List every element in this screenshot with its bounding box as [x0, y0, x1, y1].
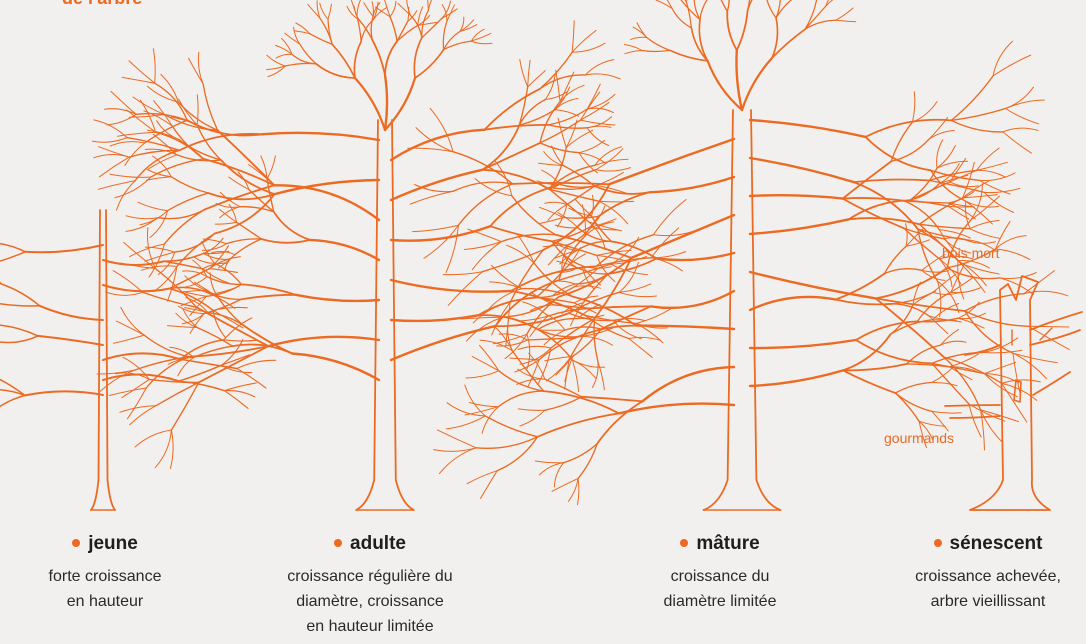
bullet-dot-icon	[334, 539, 342, 547]
stage-title: adulte	[255, 532, 485, 556]
stage-description: croissance du diamètre limitée	[615, 564, 825, 614]
stage-title: jeune	[10, 532, 200, 556]
stage-description: forte croissance en hauteur	[10, 564, 200, 614]
annotation-dead-wood: bois mort	[942, 245, 1000, 261]
stage-jeune: jeune forte croissance en hauteur	[10, 532, 200, 614]
bullet-dot-icon	[934, 539, 942, 547]
stage-adulte: adulte croissance régulière du diamètre,…	[255, 532, 485, 639]
bullet-dot-icon	[72, 539, 80, 547]
stage-mature: mâture croissance du diamètre limitée	[615, 532, 825, 614]
stage-title: mâture	[615, 532, 825, 556]
stage-description: croissance achevée, arbre vieillissant	[890, 564, 1086, 614]
stage-senescent: sénescent croissance achevée, arbre viei…	[890, 532, 1086, 614]
stage-title: sénescent	[890, 532, 1086, 556]
bullet-dot-icon	[680, 539, 688, 547]
stage-description: croissance régulière du diamètre, croiss…	[255, 564, 485, 639]
annotation-suckers: gourmands	[884, 430, 954, 446]
